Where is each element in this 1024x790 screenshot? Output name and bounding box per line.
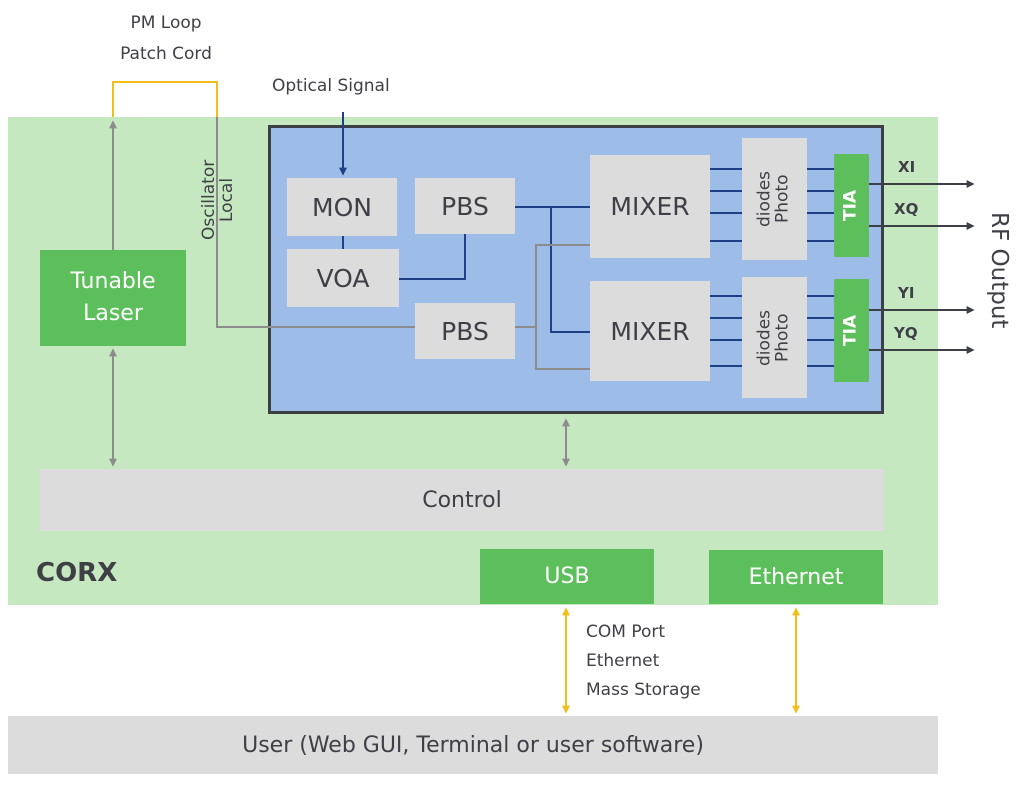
output-label-yi: YI bbox=[898, 284, 915, 302]
local-oscillator-label: Local Oscillator bbox=[199, 159, 237, 241]
corx-title: CORX bbox=[36, 558, 118, 588]
photodiodes-x-block: Photo diodes bbox=[742, 138, 807, 260]
output-label-yq: YQ bbox=[894, 324, 918, 342]
mixer-top-outputs bbox=[710, 168, 742, 242]
photodiodes-y-block: Photo diodes bbox=[742, 277, 807, 398]
tia-y-block: TIA bbox=[834, 279, 869, 382]
usb-block: USB bbox=[480, 549, 654, 604]
usb-protocols-label: COM Port Ethernet Mass Storage bbox=[586, 622, 701, 700]
lo-pbs-mixer-top-link bbox=[515, 244, 590, 328]
mixer-y-block: MIXER bbox=[590, 281, 710, 381]
lo-pbs-mixer-bottom-link bbox=[535, 327, 590, 370]
output-label-xq: XQ bbox=[894, 200, 919, 218]
local-oscillator-path bbox=[216, 117, 415, 328]
photodiodes-x-label: Photo diodes bbox=[754, 170, 793, 228]
user-block: User (Web GUI, Terminal or user software… bbox=[8, 716, 938, 774]
pbs-mixer-bottom-link bbox=[550, 207, 590, 333]
rf-output-label: RF Output bbox=[986, 211, 1013, 329]
optical-signal-label: Optical Signal bbox=[272, 76, 390, 96]
voa-block: VOA bbox=[287, 249, 399, 307]
tia-y-label: TIA bbox=[840, 314, 861, 347]
tia-x-label: TIA bbox=[840, 189, 861, 222]
photodiode-top-outputs bbox=[807, 168, 834, 242]
tunable-laser-block: Tunable Laser bbox=[40, 250, 186, 346]
voa-pbs-link bbox=[399, 234, 466, 280]
pbs-lo-block: PBS bbox=[415, 303, 515, 359]
tia-x-block: TIA bbox=[834, 154, 869, 257]
output-label-xi: XI bbox=[898, 158, 916, 176]
pm-loop-cord bbox=[112, 81, 218, 117]
pbs-signal-block: PBS bbox=[415, 178, 515, 234]
mon-block: MON bbox=[287, 178, 397, 236]
photodiodes-y-label: Photo diodes bbox=[754, 309, 793, 366]
mixer-x-block: MIXER bbox=[590, 155, 710, 258]
photodiode-bottom-outputs bbox=[807, 295, 834, 367]
control-block: Control bbox=[40, 469, 884, 531]
mixer-bottom-outputs bbox=[710, 295, 742, 367]
pm-loop-label: PM Loop Patch Cord bbox=[120, 13, 212, 64]
ethernet-block: Ethernet bbox=[709, 550, 883, 604]
